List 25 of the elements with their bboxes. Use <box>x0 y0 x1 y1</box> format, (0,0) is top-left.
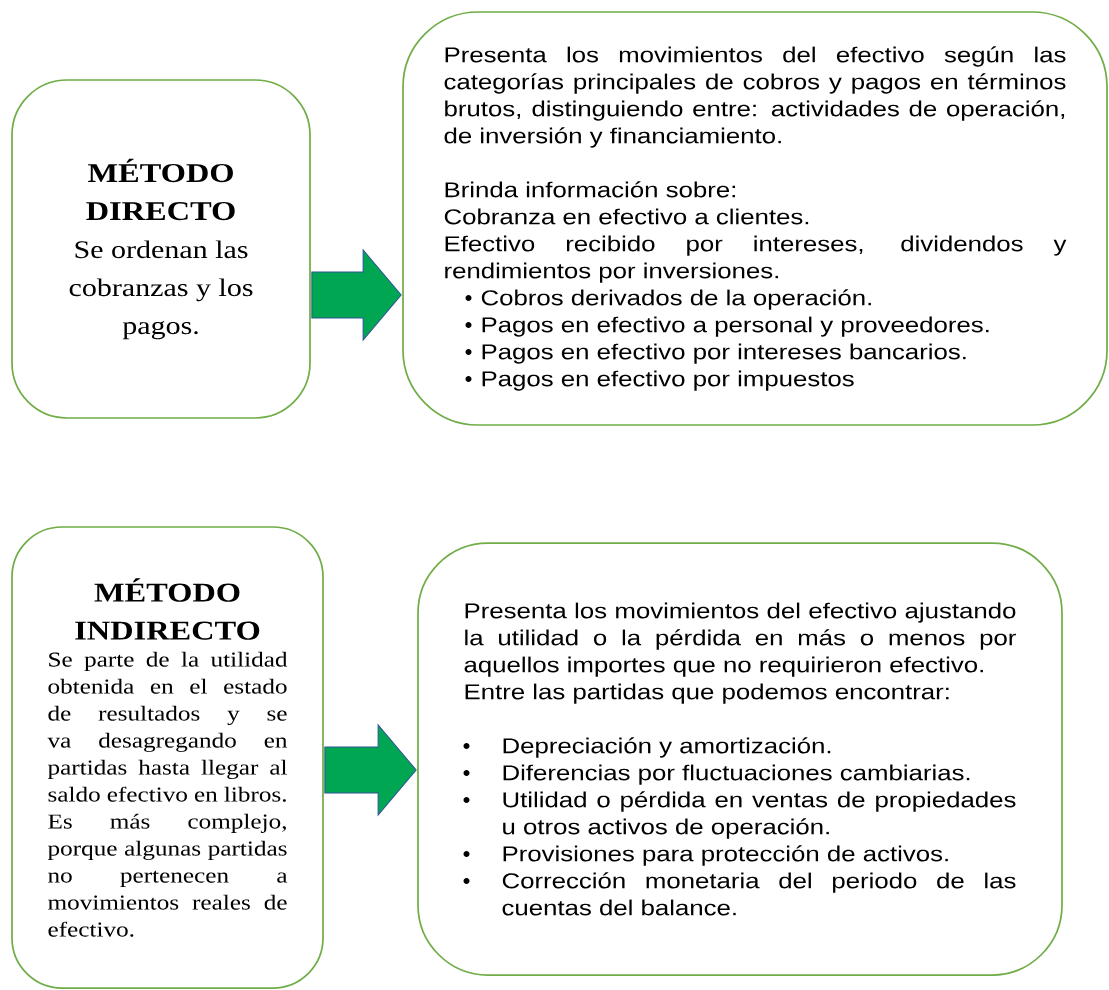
rounded-box <box>11 526 324 989</box>
block-arrow <box>324 723 417 817</box>
body-text: Entre las partidas que podemos encontrar: <box>465 683 949 704</box>
heading: MÉTODO INDIRECTO <box>75 578 260 640</box>
block-arrow <box>311 248 402 342</box>
bullet-item: Cobros derivados de la operación. <box>465 289 871 310</box>
bullet-item: Pagos en efectivo por intereses bancarios. <box>465 343 966 364</box>
bullet-item: Provisiones para protección de activos. <box>463 845 948 866</box>
body-text: Presenta los movimientos del efectivo según las categorías principales de cobros y pagos en términos brutos, distinguiendo entre: actividades de operación, de inversión y financiamiento. <box>444 46 1066 148</box>
heading: MÉTODO DIRECTO <box>86 158 235 221</box>
rounded-box <box>402 11 1108 426</box>
body-text: Se parte de la utilidad obtenida en el estado de resultados y se va desagregando en partidas hasta llegar al saldo efectivo en libros. Es más complejo, porque algunas partidas no pertenecen a movimientos reales de efectivo. <box>47 651 288 937</box>
bullet-item: Pagos en efectivo por impuestos <box>465 370 854 391</box>
rounded-box <box>11 79 311 419</box>
bullet-item: Pagos en efectivo a personal y proveedores. <box>465 316 989 337</box>
bullet-item: Utilidad o pérdida en ventas de propiedades u otros activos de operación. <box>463 791 1016 839</box>
bullet-item: Depreciación y amortización. <box>463 737 831 758</box>
body-text: Presenta los movimientos del efectivo ajustando la utilidad o la pérdida en más o menos por aquellos importes que no requirieron efectivo. <box>464 602 1016 677</box>
body-text: Efectivo recibido por intereses, dividendos y rendimientos por inversiones. <box>445 235 1067 283</box>
bullet-item: Corrección monetaria del periodo de las cuentas del balance. <box>463 872 1016 916</box>
bullet-item: Diferencias por fluctuaciones cambiarias. <box>463 764 970 785</box>
body-text: Se ordenan las cobranzas y los pagos. <box>69 240 253 340</box>
body-text: Brinda información sobre: <box>445 181 735 198</box>
rounded-box <box>417 542 1063 976</box>
body-text: Cobranza en efectivo a clientes. <box>444 208 809 225</box>
